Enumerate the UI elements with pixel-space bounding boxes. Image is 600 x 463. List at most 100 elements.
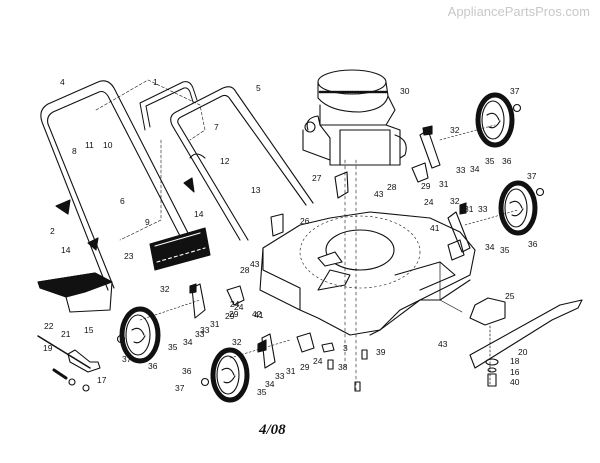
callout-label: 36: [502, 156, 512, 166]
deflector-nut-2: [82, 384, 90, 392]
deflector-hinge: [67, 349, 101, 373]
height-adjuster-plate: [296, 332, 315, 353]
callout-label: 29: [229, 309, 239, 319]
wheel-nut: [512, 103, 522, 113]
deflector-rod: [37, 335, 91, 369]
wheel-front-right[interactable]: [210, 347, 250, 403]
callout-label: 34: [485, 242, 495, 252]
wheel-rear-top[interactable]: [475, 92, 515, 148]
deck[interactable]: [259, 211, 476, 336]
callout-label: 10: [103, 140, 113, 150]
blade-bolt: [487, 373, 497, 387]
callout-label: 24: [424, 197, 434, 207]
control-bar[interactable]: [139, 81, 198, 131]
callout-label: 4: [60, 77, 65, 87]
callout-label: 29: [421, 181, 431, 191]
callout-label: 21: [61, 329, 71, 339]
rear-flap[interactable]: [149, 227, 211, 271]
callout-label: 2: [50, 226, 55, 236]
callout-label: 38: [338, 362, 348, 372]
engine-bolt: [327, 359, 334, 370]
callout-label: 33: [456, 165, 466, 175]
callout-label: 31: [210, 319, 220, 329]
wheel-lever: [191, 283, 206, 319]
wheel-nut: [535, 187, 545, 197]
callout-label: 35: [168, 342, 178, 352]
callout-label: 31: [439, 179, 449, 189]
callout-label: 42: [252, 309, 262, 319]
callout-label: 39: [376, 347, 386, 357]
wheel-lever: [419, 129, 441, 169]
callout-label: 23: [124, 251, 134, 261]
callout-label: 6: [120, 196, 125, 206]
height-adjuster-plate: [226, 285, 245, 306]
callout-label: 35: [257, 387, 267, 397]
callout-label: 32: [160, 284, 170, 294]
lever-grip: [189, 283, 197, 294]
wheel-nut: [200, 377, 210, 387]
callout-label: 28: [387, 182, 397, 192]
callout-label: 37: [527, 171, 537, 181]
engine[interactable]: [302, 69, 407, 166]
callout-label: 27: [312, 173, 322, 183]
callout-label: 19: [43, 343, 53, 353]
callout-label: 18: [510, 356, 520, 366]
upper-handle-left[interactable]: [40, 80, 189, 291]
handle-bracket-left: [270, 213, 284, 237]
callout-label: 34: [183, 337, 193, 347]
wheel-rear-bottom[interactable]: [498, 180, 538, 236]
callout-label: 34: [265, 379, 275, 389]
callout-label: 33: [478, 204, 488, 214]
callout-label: 3: [343, 343, 348, 353]
callout-label: 43: [374, 189, 384, 199]
watermark: AppliancePartsPros.com: [447, 4, 590, 19]
callout-label: 22: [44, 321, 54, 331]
cable-tie: [189, 153, 206, 159]
handle-knob-lower-left: [87, 237, 99, 251]
callout-label: 26: [300, 216, 310, 226]
wheel-front-left[interactable]: [119, 306, 161, 364]
engine-bolt: [354, 381, 361, 392]
callout-label: 31: [286, 366, 296, 376]
callout-label: 1: [153, 77, 158, 87]
deck-baffle: [317, 251, 343, 267]
spring-washer-clip: [321, 342, 335, 353]
callout-label: 30: [400, 86, 410, 96]
engine-bolt: [361, 349, 368, 360]
callout-label: 11: [85, 140, 94, 150]
callout-label: 7: [214, 122, 219, 132]
blade[interactable]: [469, 299, 583, 369]
handle-knob: [55, 199, 71, 215]
upker-handle-right[interactable]: [170, 86, 314, 241]
handle-knob-lower-right: [183, 177, 195, 193]
callout-label: 14: [61, 245, 71, 255]
callout-label: 8: [72, 146, 77, 156]
callout-label: 29: [225, 311, 235, 321]
callout-label: 37: [122, 354, 132, 364]
callout-label: 33: [275, 371, 285, 381]
lock-washer: [487, 367, 497, 373]
callout-label: 32: [450, 196, 460, 206]
callout-label: 41: [430, 223, 440, 233]
callout-label: 43: [250, 259, 260, 269]
callout-label: 33: [200, 325, 210, 335]
callout-label: 33: [195, 329, 205, 339]
callout-label: 29: [300, 362, 310, 372]
callout-label: 35: [500, 245, 510, 255]
callout-label: 34: [470, 164, 480, 174]
callout-label: 35: [485, 156, 495, 166]
callout-label: 37: [510, 86, 520, 96]
callout-label: 41: [254, 310, 264, 320]
callout-label: 28: [240, 265, 250, 275]
grass-deflector[interactable]: [37, 272, 113, 313]
height-adjuster-plate: [447, 239, 465, 261]
callout-label: 9: [145, 217, 150, 227]
callout-label: 17: [97, 375, 107, 385]
callout-label: 14: [194, 209, 204, 219]
callout-label: 16: [510, 367, 520, 377]
blade-adapter[interactable]: [469, 297, 506, 326]
callout-label: 5: [256, 83, 261, 93]
callout-label: 24: [234, 302, 244, 312]
callout-label: 13: [251, 185, 261, 195]
